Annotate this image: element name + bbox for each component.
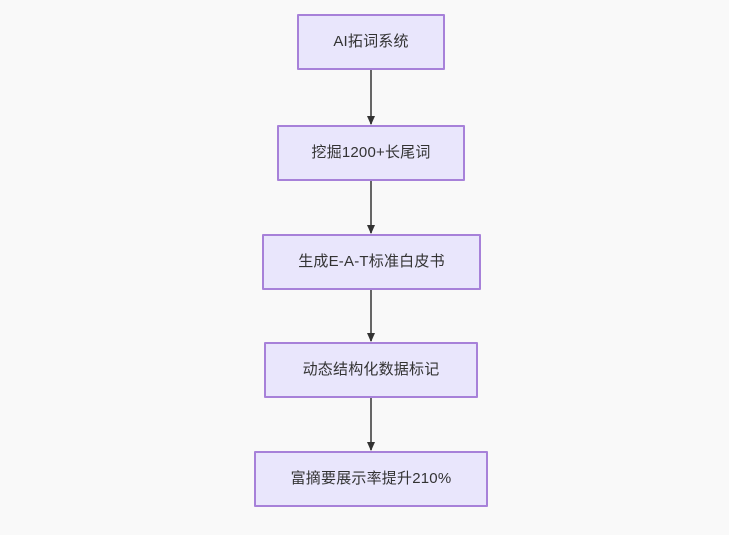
flowchart-node-mine-longtail-keywords[interactable]: 挖掘1200+长尾词 (277, 125, 465, 181)
flowchart-node-label: 富摘要展示率提升210% (290, 470, 452, 487)
flowchart-node-label: 生成E-A-T标准白皮书 (298, 253, 445, 270)
flowchart-node-ai-keyword-system[interactable]: AI拓词系统 (297, 14, 445, 70)
flowchart-node-rich-snippet-impression-uplift[interactable]: 富摘要展示率提升210% (254, 451, 488, 507)
flowchart-node-label: 动态结构化数据标记 (302, 361, 440, 378)
flowchart-node-label: 挖掘1200+长尾词 (311, 144, 431, 161)
flowchart-node-label: AI拓词系统 (333, 33, 409, 50)
flowchart-node-dynamic-structured-data-markup[interactable]: 动态结构化数据标记 (264, 342, 478, 398)
flowchart-node-generate-eat-whitepaper[interactable]: 生成E-A-T标准白皮书 (262, 234, 481, 290)
